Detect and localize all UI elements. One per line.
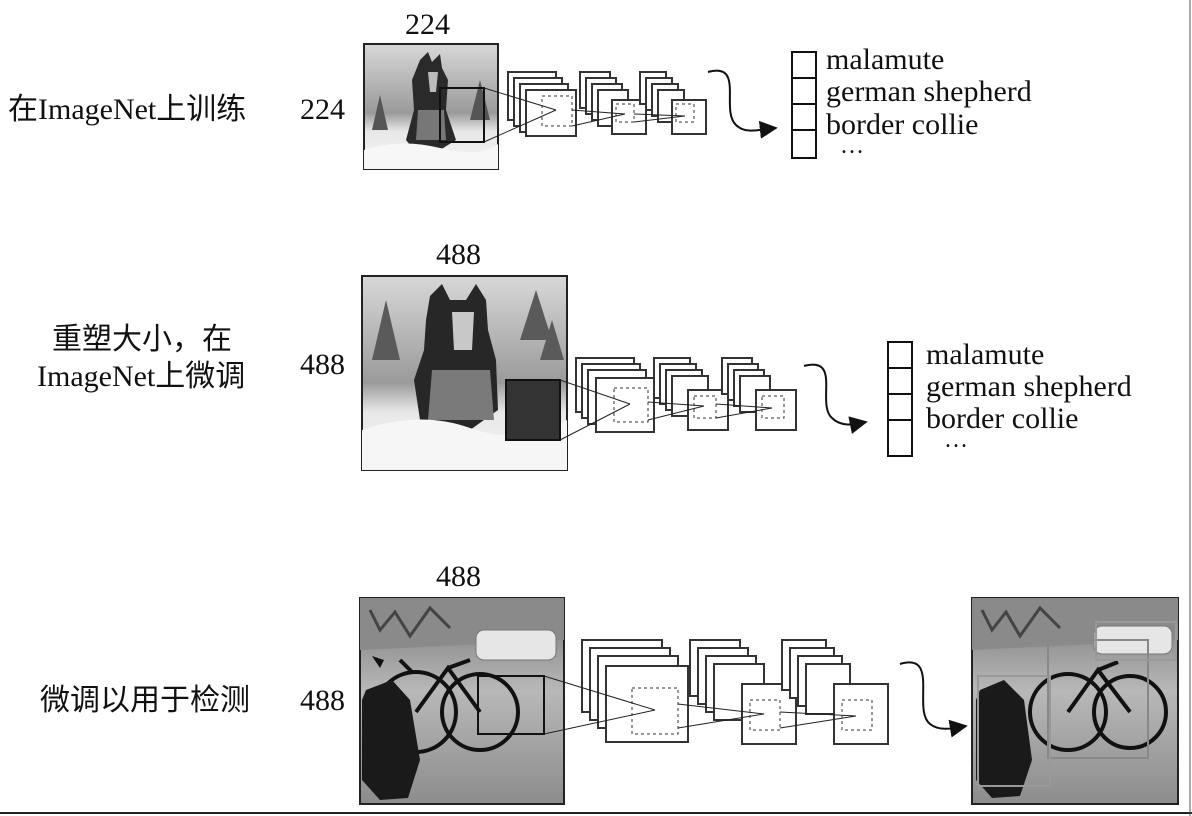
row3-width-label: 488 [436, 560, 481, 593]
row3-conv-stacks [581, 639, 889, 745]
row1-input-image [363, 43, 499, 170]
row2-class-1: malamute [926, 338, 1045, 371]
row1-output-vector [791, 51, 817, 159]
row1-curved-arrow-icon [707, 69, 778, 139]
row2-stage-label-line2: ImageNet上微调 [37, 360, 246, 393]
row1-class-1: malamute [826, 43, 945, 76]
row1-class-3: border collie [826, 108, 979, 141]
row3-stage-label: 微调以用于检测 [40, 684, 250, 717]
row3-input-image [359, 597, 565, 805]
row2-stage-label-line1: 重塑大小，在 [52, 323, 232, 356]
row2-curved-arrow-icon [803, 363, 868, 435]
row1-conv-stacks [507, 71, 707, 137]
row2-class-ellipsis: … [944, 427, 968, 453]
row2-class-2: german shepherd [926, 370, 1132, 403]
row1-class-ellipsis: … [840, 133, 864, 159]
row3-output-image [971, 597, 1179, 805]
row1-class-2: german shepherd [826, 75, 1032, 108]
row2-connection-lines [559, 379, 773, 441]
row2-width-label: 488 [436, 238, 481, 271]
row2-height-label: 488 [300, 348, 345, 381]
row3-height-label: 488 [300, 684, 345, 717]
row3-connection-lines [543, 675, 857, 735]
row1-height-label: 224 [300, 93, 345, 126]
row3-curved-arrow-icon [899, 661, 968, 738]
row2-input-image [361, 275, 568, 471]
row2-output-vector [887, 341, 913, 457]
row1-stage-label: 在ImageNet上训练 [8, 93, 247, 126]
row1-width-label: 224 [405, 8, 450, 41]
row2-class-3: border collie [926, 402, 1079, 435]
row1-connection-lines [483, 87, 686, 143]
row2-conv-stacks [575, 357, 797, 433]
